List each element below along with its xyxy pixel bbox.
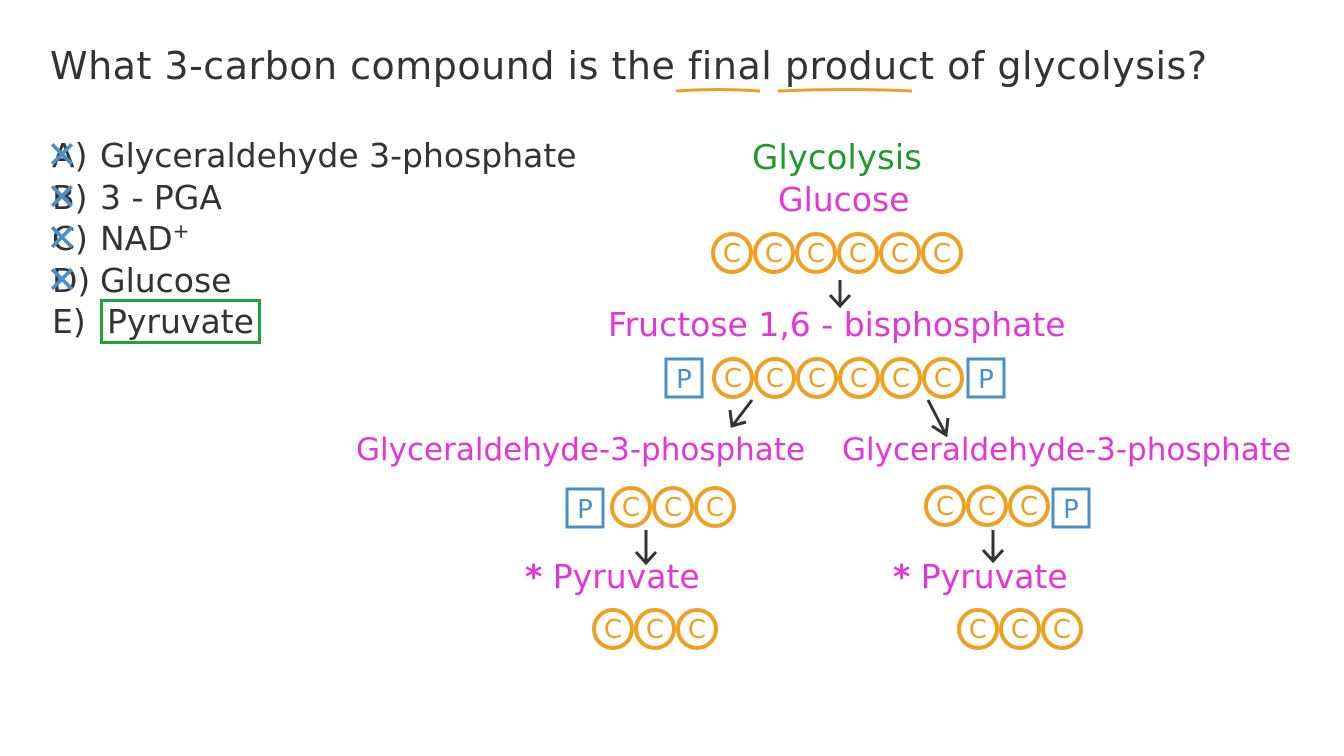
- phosphate-group: P: [966, 357, 1006, 399]
- arrow-fructose-to-g3p-right: [926, 399, 950, 438]
- svg-text:C: C: [646, 615, 664, 645]
- carbon-atom: C: [796, 357, 838, 399]
- phosphate-group: P: [664, 357, 704, 399]
- svg-text:C: C: [706, 493, 724, 523]
- phosphate-group: P: [1051, 487, 1091, 529]
- svg-text:C: C: [1053, 615, 1071, 645]
- svg-text:C: C: [978, 492, 996, 522]
- label-g3p-right: Glyceraldehyde-3-phosphate: [842, 432, 1292, 468]
- svg-text:C: C: [933, 239, 951, 269]
- arrow-fructose-to-g3p-left: [728, 399, 754, 428]
- svg-text:C: C: [724, 364, 742, 394]
- svg-text:C: C: [765, 239, 783, 269]
- carbon-atom: C: [1041, 608, 1083, 650]
- label-g3p-left: Glyceraldehyde-3-phosphate: [356, 432, 806, 468]
- svg-text:C: C: [849, 239, 867, 269]
- svg-text:C: C: [934, 364, 952, 394]
- option-d: D)✕Glucose: [46, 258, 232, 302]
- cross-mark-icon: ✕: [46, 258, 78, 302]
- highlight-underline-final: [675, 88, 761, 93]
- svg-text:C: C: [664, 493, 682, 523]
- carbon-atom: C: [694, 486, 736, 528]
- svg-text:C: C: [604, 615, 622, 645]
- carbon-atom: C: [711, 232, 753, 274]
- carbon-atom: C: [753, 232, 795, 274]
- svg-text:C: C: [850, 364, 868, 394]
- carbon-atom: C: [966, 485, 1008, 527]
- star-icon: *: [525, 557, 543, 596]
- carbon-atom: C: [999, 608, 1041, 650]
- svg-text:C: C: [622, 493, 640, 523]
- option-e: E)Pyruvate: [52, 299, 261, 344]
- cross-mark-icon: ✕: [46, 133, 78, 177]
- carbon-atom: C: [880, 357, 922, 399]
- carbon-atom: C: [795, 232, 837, 274]
- star-icon: *: [893, 557, 911, 596]
- cross-mark-icon: ✕: [46, 216, 78, 260]
- cross-mark-icon: ✕: [46, 175, 78, 219]
- carbon-atom: C: [610, 486, 652, 528]
- carbon-atom: C: [957, 608, 999, 650]
- arrow-glucose-to-fructose: [828, 280, 852, 309]
- arrow-g3p-left-to-pyruvate: [634, 530, 658, 566]
- svg-text:C: C: [891, 239, 909, 269]
- highlight-product: product: [784, 44, 935, 88]
- phosphate-group: P: [565, 487, 605, 529]
- svg-text:P: P: [676, 365, 692, 395]
- svg-text:C: C: [892, 364, 910, 394]
- label-fructose-bisphosphate: Fructose 1,6 - bisphosphate: [608, 305, 1066, 344]
- svg-text:C: C: [807, 239, 825, 269]
- carbon-atom: C: [592, 608, 634, 650]
- option-c: C)✕NAD+: [46, 216, 190, 260]
- diagram-title: Glycolysis: [752, 138, 922, 178]
- svg-text:P: P: [978, 365, 994, 395]
- svg-text:P: P: [1063, 495, 1079, 525]
- carbon-atom: C: [634, 608, 676, 650]
- carbon-atom: C: [838, 357, 880, 399]
- svg-text:C: C: [723, 239, 741, 269]
- carbon-atom: C: [754, 357, 796, 399]
- option-b: B)✕3 - PGA: [46, 175, 222, 219]
- svg-text:C: C: [688, 615, 706, 645]
- correct-answer-box: Pyruvate: [100, 299, 261, 344]
- carbon-atom: C: [837, 232, 879, 274]
- svg-text:C: C: [936, 492, 954, 522]
- carbon-atom: C: [922, 357, 964, 399]
- label-glucose: Glucose: [778, 180, 910, 219]
- highlight-underline-product: [777, 88, 913, 93]
- highlight-final: final: [687, 44, 773, 88]
- carbon-atom: C: [879, 232, 921, 274]
- carbon-atom: C: [924, 485, 966, 527]
- arrow-g3p-right-to-pyruvate: [981, 530, 1005, 564]
- svg-text:C: C: [1020, 492, 1038, 522]
- label-pyruvate-right: * Pyruvate: [893, 557, 1068, 596]
- question-text: What 3-carbon compound is the final prod…: [50, 44, 1208, 88]
- svg-text:C: C: [808, 364, 826, 394]
- svg-text:C: C: [969, 615, 987, 645]
- carbon-atom: C: [652, 486, 694, 528]
- label-pyruvate-left: * Pyruvate: [525, 557, 700, 596]
- svg-text:C: C: [766, 364, 784, 394]
- svg-text:P: P: [577, 495, 593, 525]
- carbon-atom: C: [1008, 485, 1050, 527]
- svg-text:C: C: [1011, 615, 1029, 645]
- carbon-atom: C: [712, 357, 754, 399]
- carbon-atom: C: [921, 232, 963, 274]
- option-a: A)✕Glyceraldehyde 3-phosphate: [46, 133, 577, 177]
- carbon-atom: C: [676, 608, 718, 650]
